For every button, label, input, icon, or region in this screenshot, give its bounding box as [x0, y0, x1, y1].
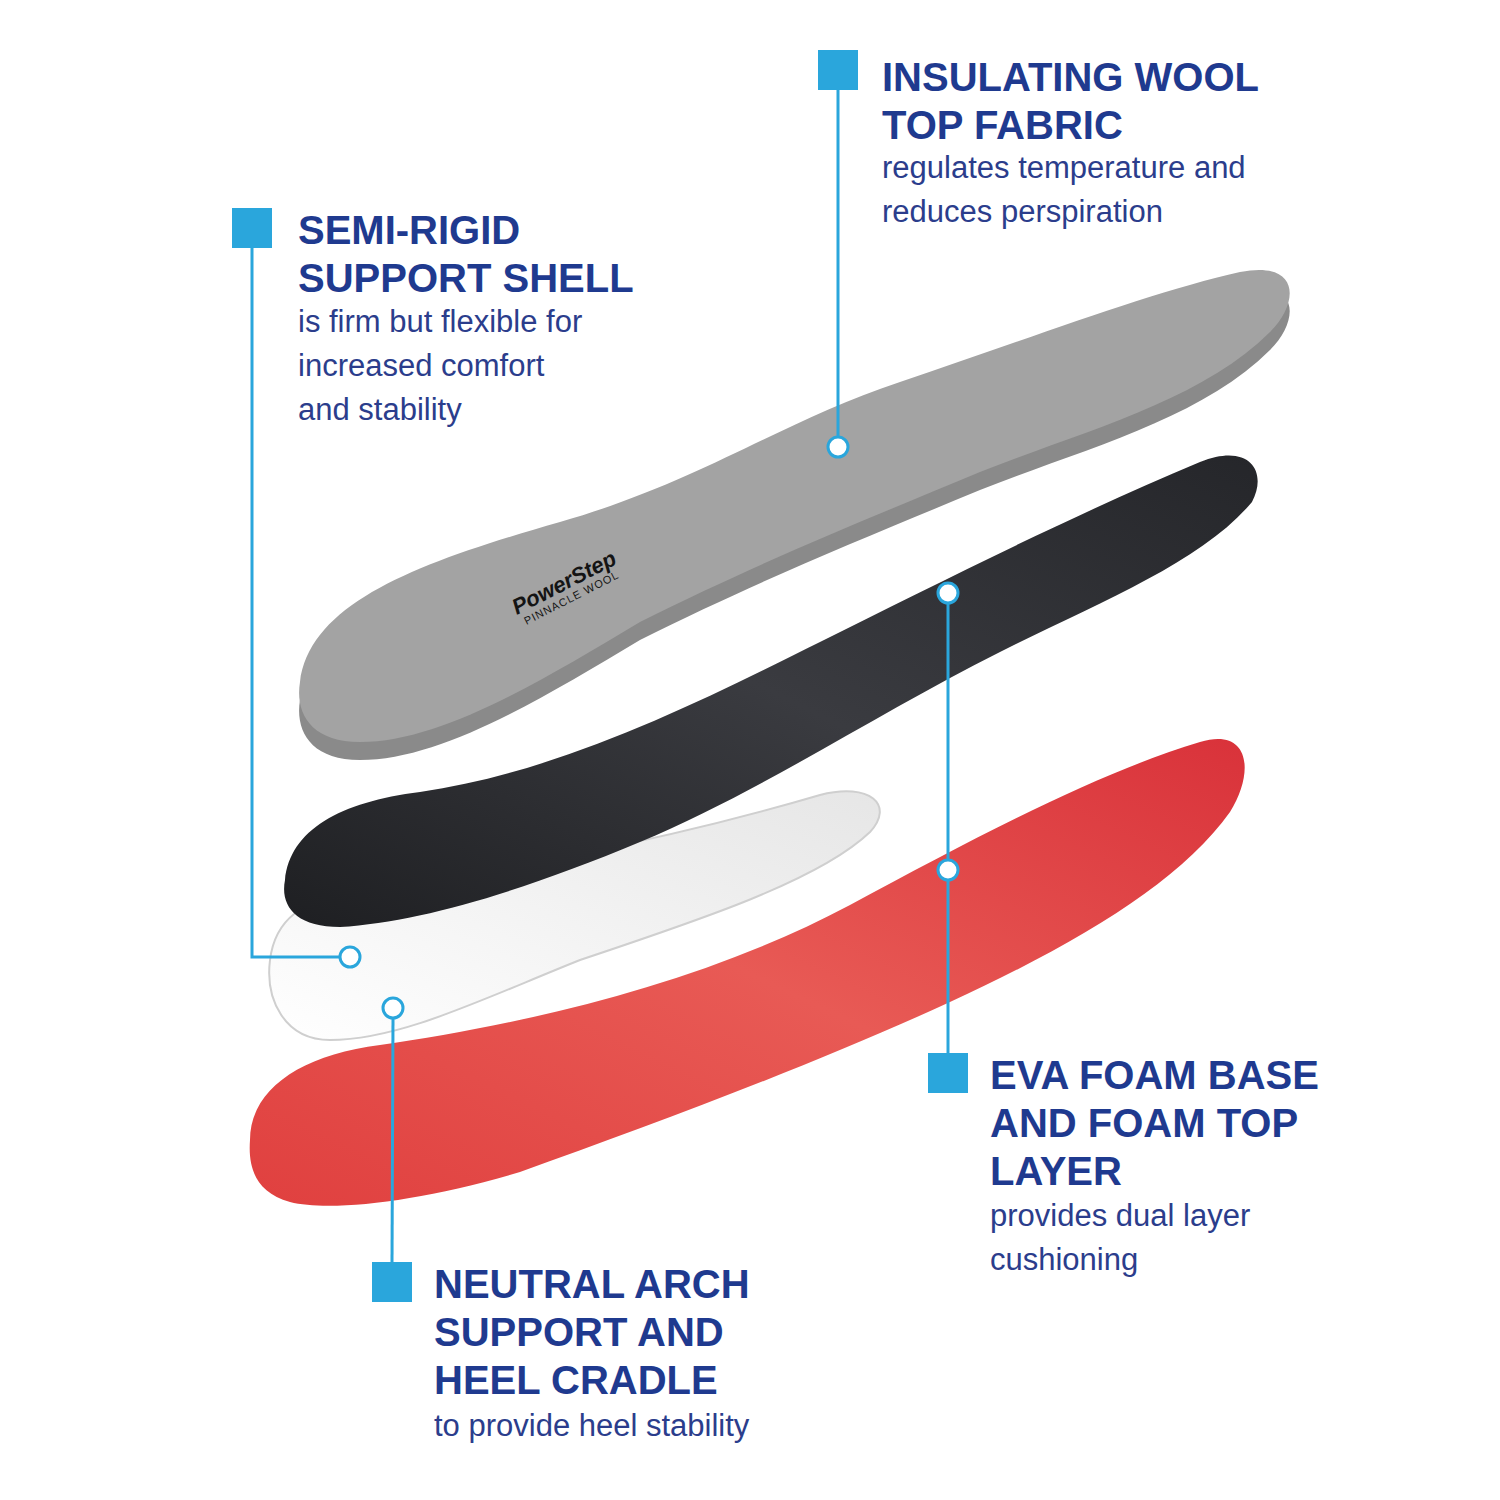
- callout-heading: NEUTRAL ARCH SUPPORT AND HEEL CRADLE: [434, 1260, 784, 1404]
- callout-heading: INSULATING WOOL TOP FABRIC: [882, 53, 1292, 149]
- callout-text: to provide heel stability: [434, 1404, 854, 1448]
- wool-top-fabric: [299, 270, 1290, 742]
- leader-lines: [252, 90, 948, 1262]
- callout-dots: [340, 437, 958, 1018]
- callout-text: provides dual layer cushioning: [990, 1194, 1300, 1282]
- callout-squares: [232, 50, 968, 1302]
- callout-text: is firm but flexible for increased comfo…: [298, 300, 603, 432]
- callout-text: regulates temperature and reduces perspi…: [882, 146, 1302, 234]
- callout-heading: SEMI-RIGID SUPPORT SHELL: [298, 206, 658, 302]
- callout-heading: EVA FOAM BASE AND FOAM TOP LAYER: [990, 1051, 1350, 1195]
